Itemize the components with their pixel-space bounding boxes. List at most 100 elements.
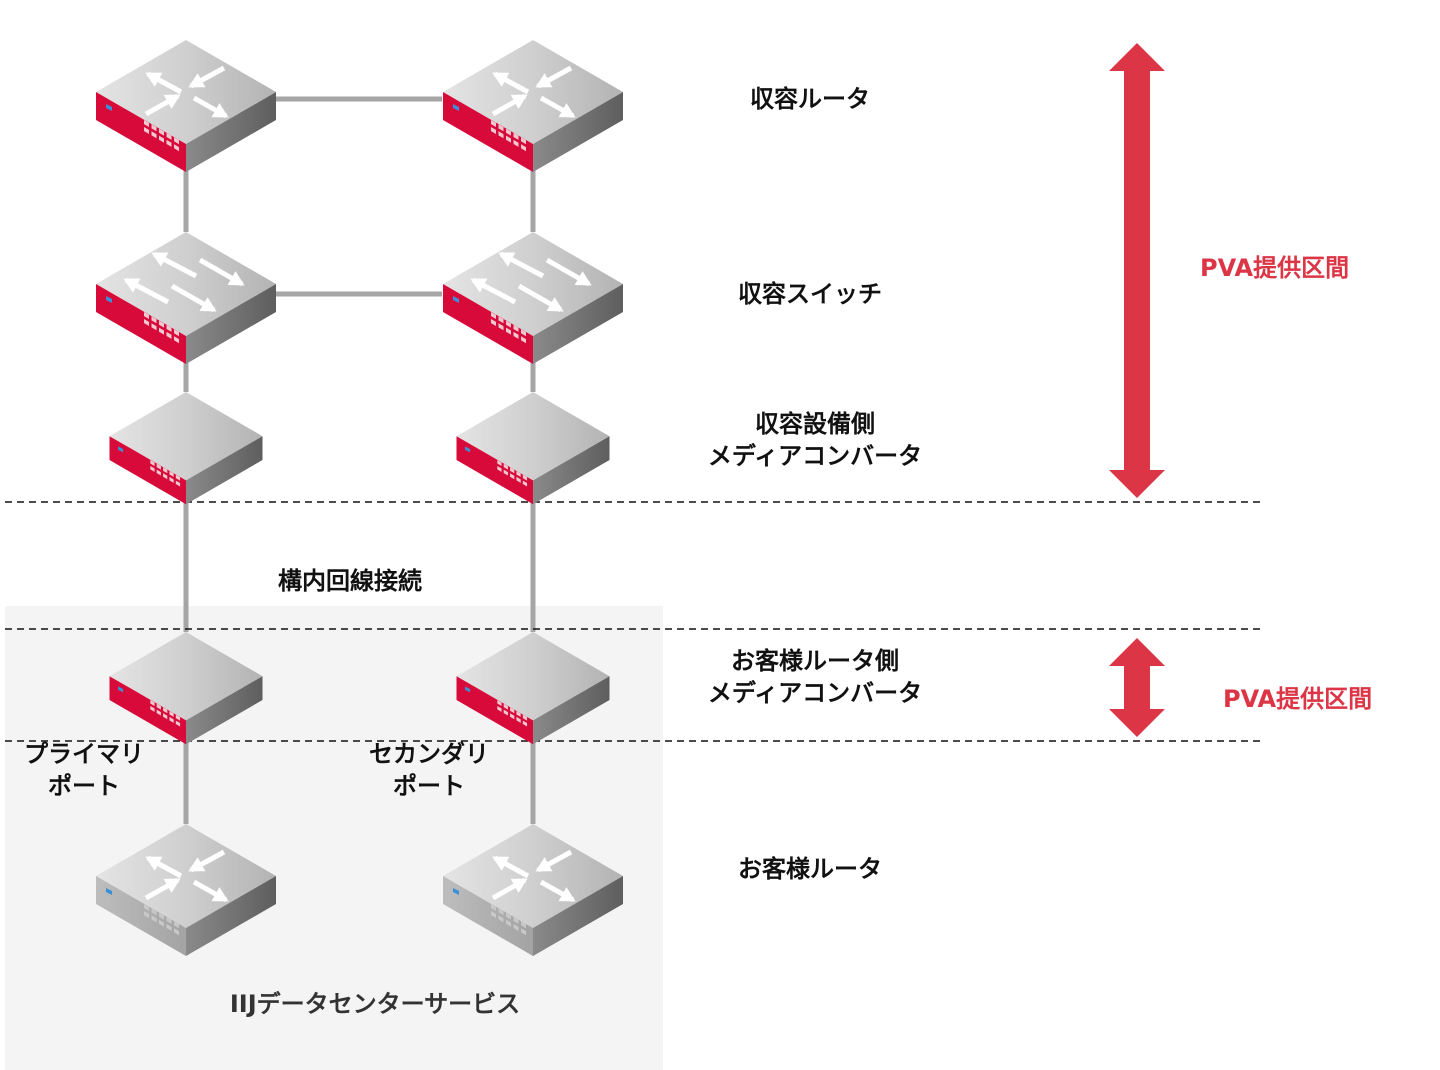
device-facility-media-converter [109,392,263,505]
router-arrows-icon [491,849,576,903]
device-access-router [96,40,276,172]
tier-label-access-switch: 収容スイッチ [738,280,882,308]
port-icon [159,135,164,143]
port-icon [156,709,161,716]
port-icon [159,327,164,335]
device-front-face [96,92,186,172]
port-icon [169,710,174,717]
port-icon [174,144,179,152]
secondary-port-label: セカンダリ ポート [369,740,489,801]
arrow-head [211,103,229,118]
port-icon [513,916,519,924]
device-front-face [443,876,533,956]
pva-arrow-large [1109,43,1165,498]
status-led-icon [106,104,112,111]
router-arrows-icon [144,849,229,903]
arrow-head [145,856,163,871]
port-icon [521,137,526,145]
port-icon [163,707,168,714]
device-customer-router [96,824,276,956]
port-icon [166,923,172,931]
port-icon [159,128,164,136]
router-arrows-icon [491,65,576,119]
port-icon [521,329,526,337]
port-icon [144,120,149,127]
arrow-head [151,252,169,267]
connection-label: 構内回線接続 [278,567,422,595]
port-icon [163,467,168,474]
device-front-face [96,876,186,956]
port-icon [503,463,508,470]
port-icon [163,713,168,720]
arrow-head [535,857,553,872]
primary-port-label: プライマリ ポート [24,740,144,801]
port-icon [513,331,519,339]
port-icon [522,480,528,487]
port-icon [498,131,504,139]
status-led-icon [453,296,459,303]
device-front-face [109,436,186,505]
pva-arrow-small-shape [1109,638,1165,737]
status-led-icon [118,686,124,693]
port-icon [166,132,172,140]
device-access-router [443,40,623,172]
status-led-icon [465,686,471,693]
port-icon [506,128,511,136]
device-access-switch [96,232,276,364]
port-icon [506,912,511,920]
port-icon [159,320,164,328]
port-icon [497,465,502,472]
port-icon [491,904,496,911]
port-icon [166,139,172,147]
port-icon [151,323,157,331]
pva-section-label-2: PVA提供区間 [1223,685,1373,713]
port-icon [144,319,149,326]
arrow-head [123,278,141,293]
arrow-head [163,94,181,109]
port-icon [498,908,504,916]
port-icon [513,324,519,332]
port-icon [498,124,504,132]
port-icon [491,120,496,127]
port-icon [144,312,149,319]
device-front-face [443,284,533,364]
arrow-head [188,73,206,88]
port-icon [522,474,528,481]
status-led-icon [465,446,471,453]
port-icon [151,915,157,923]
arrow-head [145,72,163,87]
port-icon [506,135,511,143]
tier-label-facility-media-converter: 収容設備側 メディアコンバータ [707,410,923,471]
port-icon [151,124,157,132]
port-icon [174,921,179,929]
port-icon [516,476,521,483]
arrow-head [574,271,592,286]
port-icon [175,714,181,721]
router-arrows-icon [144,65,229,119]
port-icon [150,705,155,712]
arrow-head [199,297,217,312]
port-icon [150,460,155,466]
port-icon [503,709,508,716]
port-icon [166,331,172,339]
port-icon [156,463,161,470]
status-led-icon [453,888,459,895]
port-icon [506,919,511,927]
port-icon [516,470,521,477]
arrow-head [492,856,510,871]
port-icon [144,911,149,918]
device-side-face [186,676,263,745]
device-front-face [456,676,533,745]
arrow-head [211,887,229,902]
device-side-face [533,436,610,505]
port-icon [159,912,164,920]
port-icon [175,474,181,481]
port-icon [491,312,496,319]
pva-arrow-small [1109,638,1165,737]
port-icon [510,467,515,474]
arrow-head [163,878,181,893]
port-icon [156,703,161,710]
port-icon [174,329,179,337]
arrow-head [535,73,553,88]
device-access-switch [443,232,623,364]
